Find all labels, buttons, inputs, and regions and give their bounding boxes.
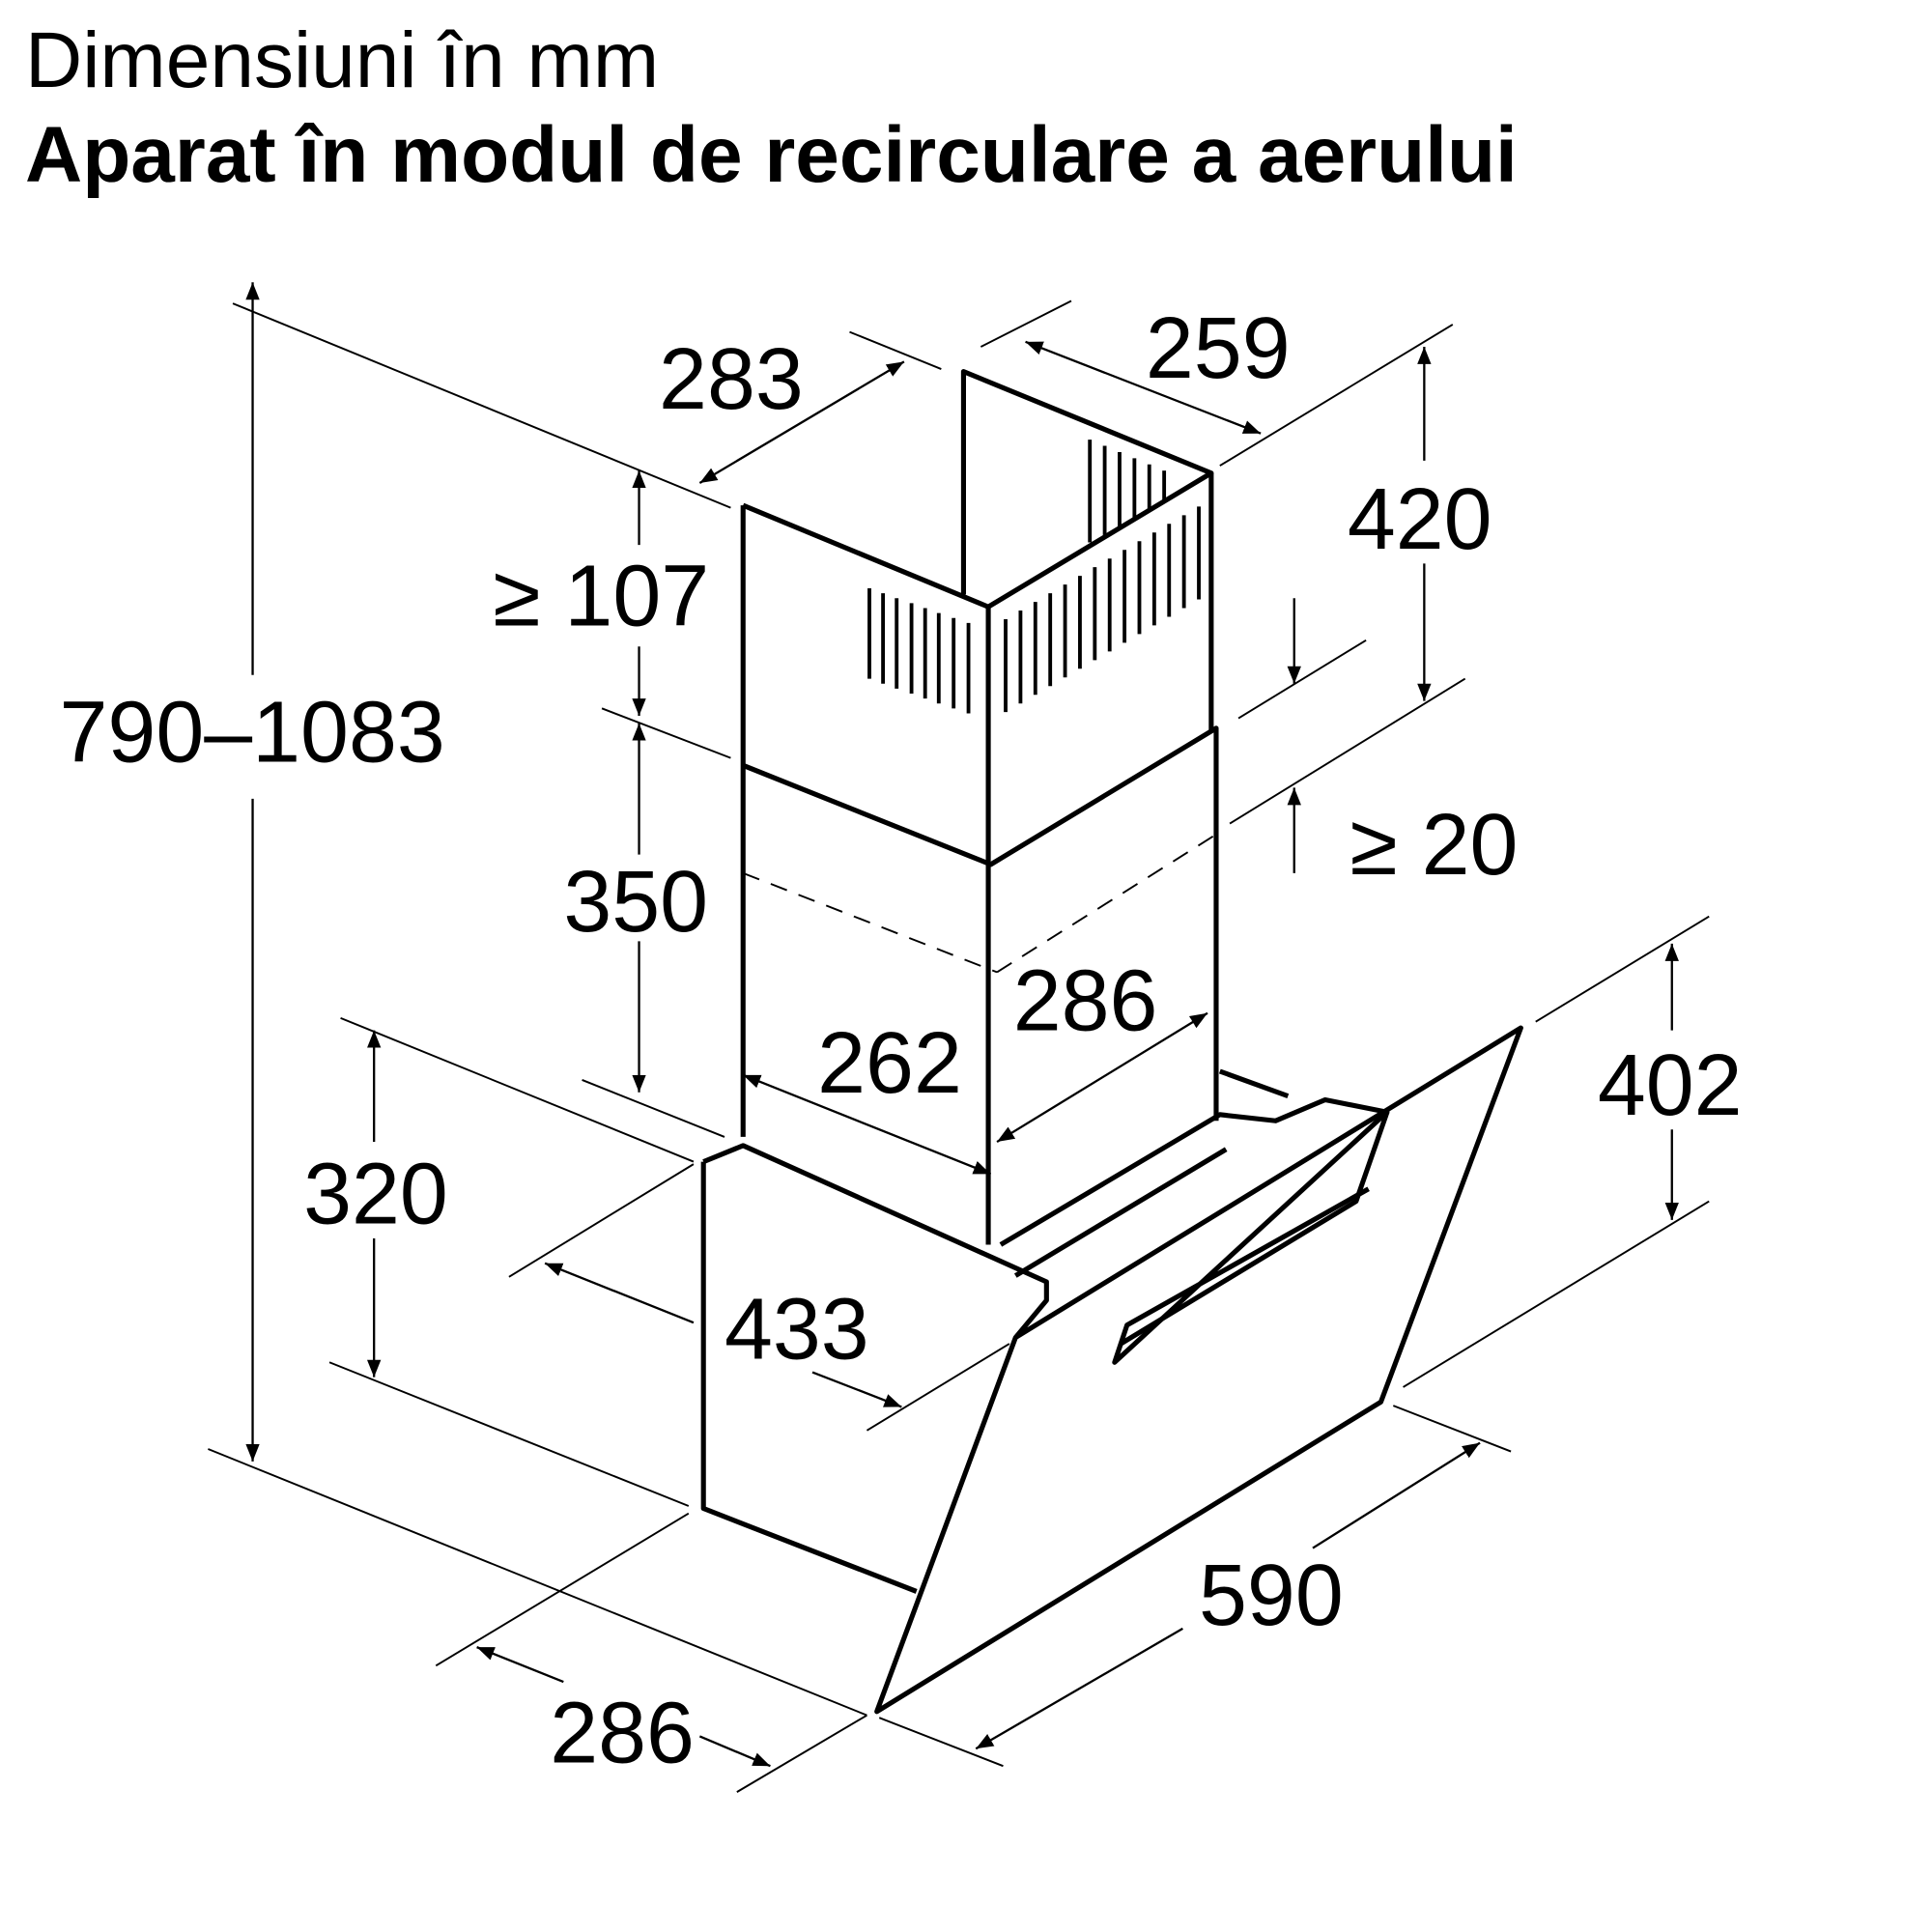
page-title: Aparat în modul de recirculare a aerului: [25, 111, 1518, 199]
extension-lines: [208, 299, 1710, 1793]
units-subtitle: Dimensiuni în mm: [25, 16, 660, 104]
min-overlap-label: ≥ 20: [1350, 797, 1518, 894]
lower-chimney-height-label: 350: [563, 854, 708, 951]
chimney-depth-bottom-label: 286: [1013, 953, 1158, 1050]
total-height-label: 790–1083: [60, 684, 445, 781]
upper-chimney-height-label: 420: [1348, 471, 1492, 568]
min-top-gap-label: ≥ 107: [493, 548, 709, 644]
chimney-width-top-label: 259: [1146, 300, 1291, 397]
width-label: 590: [1199, 1548, 1344, 1644]
chimney-depth-top-label: 283: [659, 331, 804, 428]
hidden-lines: [742, 835, 1214, 974]
hood-outline: [700, 369, 1523, 1715]
vent-slots: [867, 440, 1201, 714]
base-depth-label: 286: [550, 1685, 695, 1781]
body-depth-label: 433: [724, 1281, 869, 1378]
dimension-lines: [245, 282, 1679, 1768]
glass-height-label: 402: [1598, 1037, 1743, 1134]
chimney-width-bottom-label: 262: [817, 1015, 962, 1112]
body-height-label: 320: [303, 1147, 448, 1243]
